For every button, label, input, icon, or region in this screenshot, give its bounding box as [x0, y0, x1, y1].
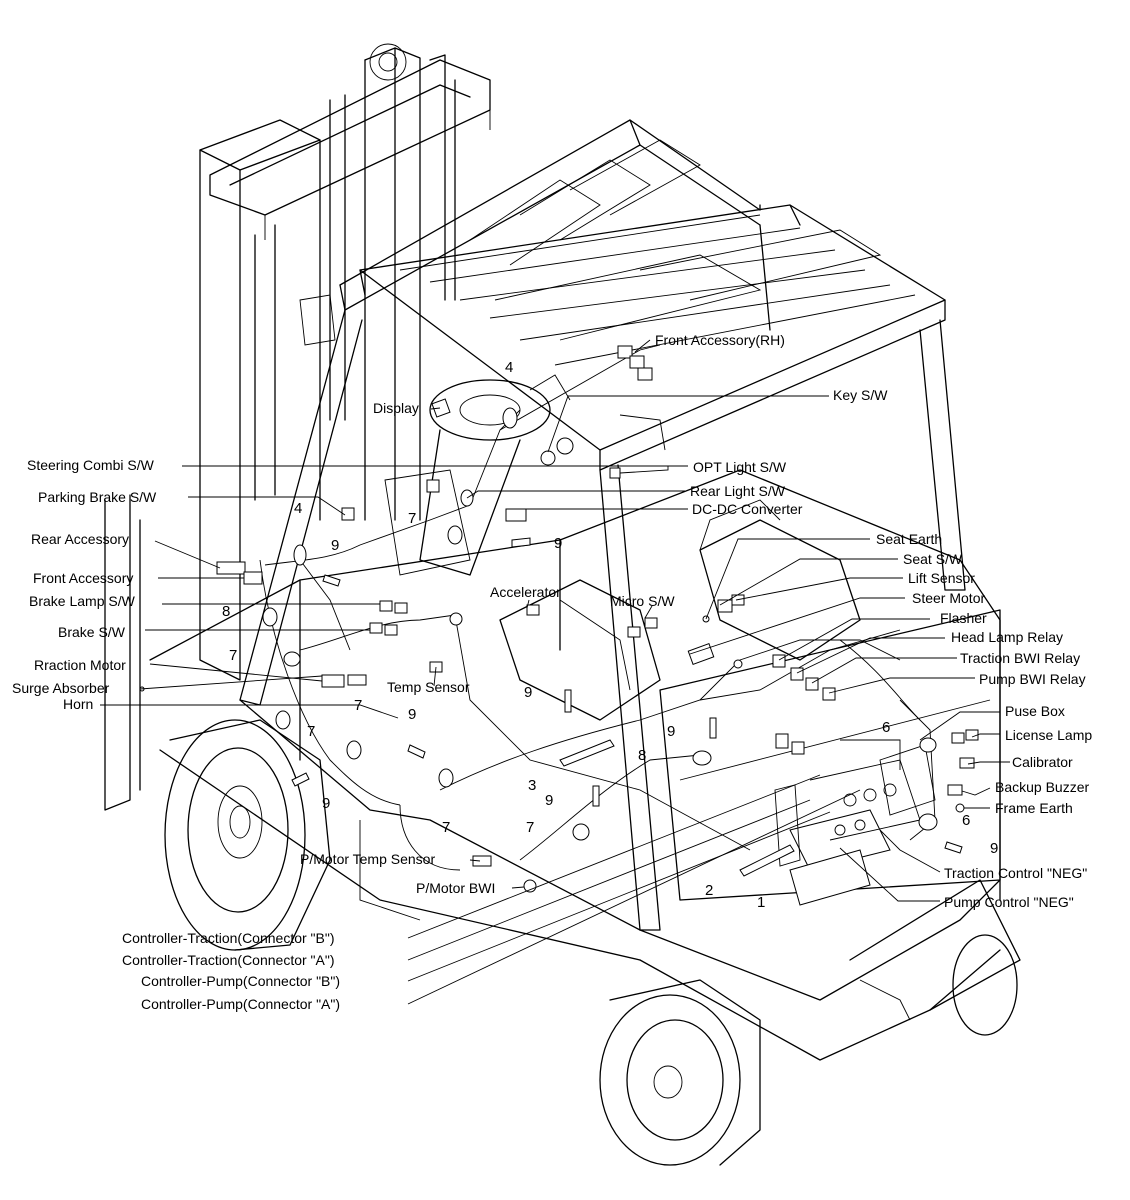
label-rear-accessory: Rear Accessory: [31, 531, 129, 547]
label-pump-bwi-relay: Pump BWI Relay: [979, 671, 1086, 687]
label-controller-pump-b: Controller-Pump(Connector "B"): [141, 973, 340, 989]
callout-9-g: 9: [545, 792, 553, 809]
callout-9-e: 9: [667, 723, 675, 740]
label-surge-absorber: Surge Absorber: [12, 680, 110, 696]
label-micro-sw: Micro S/W: [610, 593, 675, 609]
label-accelerator: Accelerator: [490, 584, 561, 600]
overhead-guard: [239, 119, 966, 931]
component-labels: Front Accessory(RH) Key S/W Display Stee…: [12, 332, 1092, 1012]
label-frame-earth: Frame Earth: [995, 800, 1073, 816]
callout-8-left: 8: [222, 603, 230, 620]
label-calibrator: Calibrator: [1012, 754, 1073, 770]
label-p-motor-temp-sensor: P/Motor Temp Sensor: [300, 851, 435, 867]
label-steer-motor: Steer Motor: [912, 590, 985, 606]
forklift-drawing: [104, 43, 1021, 1166]
body: [149, 469, 1021, 1061]
callout-6-a: 6: [882, 719, 890, 736]
callout-4-left: 4: [294, 500, 302, 517]
steering-column: [299, 294, 666, 576]
connectors: [139, 345, 979, 893]
label-front-accessory: Front Accessory: [33, 570, 133, 586]
callout-7-a: 7: [408, 510, 416, 527]
label-key-sw: Key S/W: [833, 387, 888, 403]
callout-2: 2: [705, 882, 713, 899]
callout-9-c: 9: [524, 684, 532, 701]
label-rraction-motor: Rraction Motor: [34, 657, 126, 673]
label-head-lamp-relay: Head Lamp Relay: [951, 629, 1063, 645]
callout-7-b: 7: [229, 647, 237, 664]
label-backup-buzzer: Backup Buzzer: [995, 779, 1089, 795]
front-wheel: [164, 719, 331, 951]
callout-7-f: 7: [442, 819, 450, 836]
callout-9-a: 9: [331, 537, 339, 554]
label-seat-earth: Seat Earth: [876, 531, 942, 547]
label-controller-traction-b: Controller-Traction(Connector "B"): [122, 930, 335, 946]
callout-7-e: 7: [526, 819, 534, 836]
label-parking-brake-sw: Parking Brake S/W: [38, 489, 157, 505]
label-brake-sw: Brake S/W: [58, 624, 126, 640]
rear-wheel: [599, 934, 1018, 1166]
label-dc-dc-converter: DC-DC Converter: [692, 501, 803, 517]
label-temp-sensor: Temp Sensor: [387, 679, 470, 695]
label-p-motor-bwi: P/Motor BWI: [416, 880, 495, 896]
callout-6-b: 6: [962, 812, 970, 829]
harness-wires: [259, 344, 936, 871]
callout-4-top: 4: [505, 359, 513, 376]
callout-1: 1: [757, 894, 765, 911]
callout-7-d: 7: [307, 723, 315, 740]
leader-lines: [100, 339, 1010, 1005]
label-brake-lamp-sw: Brake Lamp S/W: [29, 593, 136, 609]
label-controller-traction-a: Controller-Traction(Connector "A"): [122, 952, 335, 968]
label-seat-sw: Seat S/W: [903, 551, 963, 567]
label-license-lamp: License Lamp: [1005, 727, 1092, 743]
callout-9-f: 9: [322, 795, 330, 812]
label-front-accessory-rh: Front Accessory(RH): [655, 332, 785, 348]
callout-3: 3: [528, 777, 536, 794]
controller-assembly: [774, 739, 936, 906]
label-traction-control-neg: Traction Control "NEG": [944, 865, 1087, 881]
label-display: Display: [373, 400, 419, 416]
label-rear-light-sw: Rear Light S/W: [690, 483, 786, 499]
label-horn: Horn: [63, 696, 93, 712]
label-lift-sensor: Lift Sensor: [908, 570, 975, 586]
label-flasher: Flasher: [940, 610, 987, 626]
mast: [104, 43, 491, 811]
callout-9-h: 9: [990, 840, 998, 857]
label-controller-pump-a: Controller-Pump(Connector "A"): [141, 996, 340, 1012]
callout-9-d: 9: [408, 706, 416, 723]
callout-numbers: 4 4 7 9 9 8 7 9 9 6 7 7 9 8 3 9 9 7 6 7 …: [222, 359, 998, 911]
label-pump-control-neg: Pump Control "NEG": [944, 894, 1074, 910]
label-traction-bwi-relay: Traction BWI Relay: [960, 650, 1080, 666]
label-steering-combi-sw: Steering Combi S/W: [27, 457, 155, 473]
callout-7-c: 7: [354, 697, 362, 714]
label-opt-light-sw: OPT Light S/W: [693, 459, 787, 475]
callout-9-b: 9: [554, 535, 562, 552]
callout-8-mid: 8: [638, 747, 646, 764]
label-puse-box: Puse Box: [1005, 703, 1065, 719]
